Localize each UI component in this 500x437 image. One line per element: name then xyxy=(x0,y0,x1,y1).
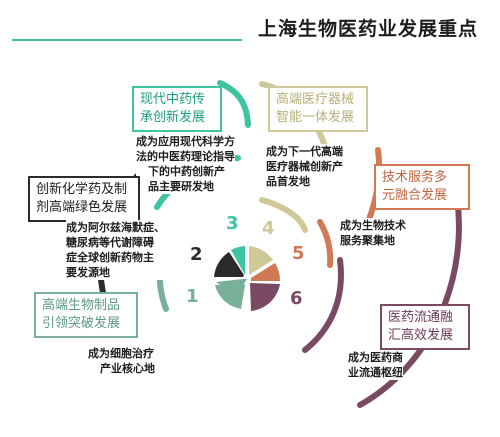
heading-5-line-1: 技术服务多 xyxy=(382,170,448,185)
description-4-line-1: 成为下一代高端 xyxy=(266,145,343,158)
description-1-line-1: 成为细胞治疗 xyxy=(88,347,154,360)
description-2-line-2: 糖尿病等代谢障碍 xyxy=(66,236,154,249)
heading-1-line-2: 引领突破发展 xyxy=(42,316,121,331)
heading-2: 创新化学药及制 剂高端绿色发展 xyxy=(28,176,140,222)
pie-slice-1b xyxy=(215,283,245,309)
heading-2-line-1: 创新化学药及制 xyxy=(36,182,128,197)
description-1: 成为细胞治疗 产业核心地 xyxy=(88,346,155,376)
description-4-line-2: 医疗器械创新产 xyxy=(266,160,343,173)
heading-5-line-2: 元融合发展 xyxy=(382,188,448,203)
description-3-line-4: 品主要研发地 xyxy=(148,180,214,193)
arc-5-inner xyxy=(317,219,334,268)
number-5: 5 xyxy=(292,243,305,264)
description-2-line-1: 成为阿尔兹海默症、 xyxy=(66,221,165,234)
pie-slice-3 xyxy=(231,246,245,275)
pie-slice-5 xyxy=(251,263,281,281)
heading-4: 高端医疗器械 智能一体发展 xyxy=(268,86,368,132)
description-3-line-2: 法的中医药理论指导 xyxy=(136,150,235,163)
number-6: 6 xyxy=(290,288,303,309)
heading-3-line-1: 现代中药传 xyxy=(140,92,206,107)
number-1: 1 xyxy=(186,286,199,307)
description-4-line-3: 品首发地 xyxy=(266,175,310,188)
number-3: 3 xyxy=(226,213,239,234)
heading-4-line-2: 智能一体发展 xyxy=(276,110,355,125)
description-4: 成为下一代高端 医疗器械创新产 品首发地 xyxy=(266,144,343,189)
heading-4-line-1: 高端医疗器械 xyxy=(276,92,355,107)
page-title: 上海生物医药业发展重点 xyxy=(258,18,479,40)
description-2: 成为阿尔兹海默症、 糖尿病等代谢障碍 症全球创新药物主 要发源地 xyxy=(66,220,165,280)
heading-6-line-1: 医药流通融 xyxy=(388,310,454,325)
heading-2-line-2: 剂高端绿色发展 xyxy=(36,200,128,215)
pie-slice-2 xyxy=(214,252,244,277)
heading-3-line-2: 承创新发展 xyxy=(140,110,206,125)
arc-4-inner xyxy=(259,197,308,233)
description-5-line-1: 成为生物技术 xyxy=(340,219,406,232)
heading-3: 现代中药传 承创新发展 xyxy=(132,86,222,132)
description-3: 成为应用现代科学方 法的中医药理论指导 下的中药创新产 品主要研发地 xyxy=(136,134,235,194)
description-5: 成为生物技术 服务聚集地 xyxy=(340,218,406,248)
description-1-line-2: 产业核心地 xyxy=(100,362,155,375)
description-3-line-1: 成为应用现代科学方 xyxy=(136,135,235,148)
center-pie xyxy=(214,246,281,311)
heading-1-line-1: 高端生物制品 xyxy=(42,298,121,313)
pie-slice-6 xyxy=(250,283,280,311)
pie-slice-4 xyxy=(249,246,273,275)
description-6: 成为医药商 业流通枢纽 xyxy=(348,350,403,380)
description-6-line-2: 业流通枢纽 xyxy=(348,366,403,379)
arc-6-inner xyxy=(302,257,344,353)
heading-6: 医药流通融 汇高效发展 xyxy=(380,304,470,350)
heading-1: 高端生物制品 引领突破发展 xyxy=(34,292,138,338)
number-2: 2 xyxy=(190,244,203,265)
description-6-line-1: 成为医药商 xyxy=(348,351,403,364)
description-2-line-4: 要发源地 xyxy=(66,266,110,279)
description-5-line-2: 服务聚集地 xyxy=(340,234,395,247)
description-3-line-3: 下的中药创新产 xyxy=(148,165,225,178)
number-4: 4 xyxy=(262,218,275,239)
heading-5: 技术服务多 元融合发展 xyxy=(374,164,470,210)
heading-6-line-2: 汇高效发展 xyxy=(388,328,454,343)
description-2-line-3: 症全球创新药物主 xyxy=(66,251,154,264)
arc-3-top xyxy=(217,80,251,128)
